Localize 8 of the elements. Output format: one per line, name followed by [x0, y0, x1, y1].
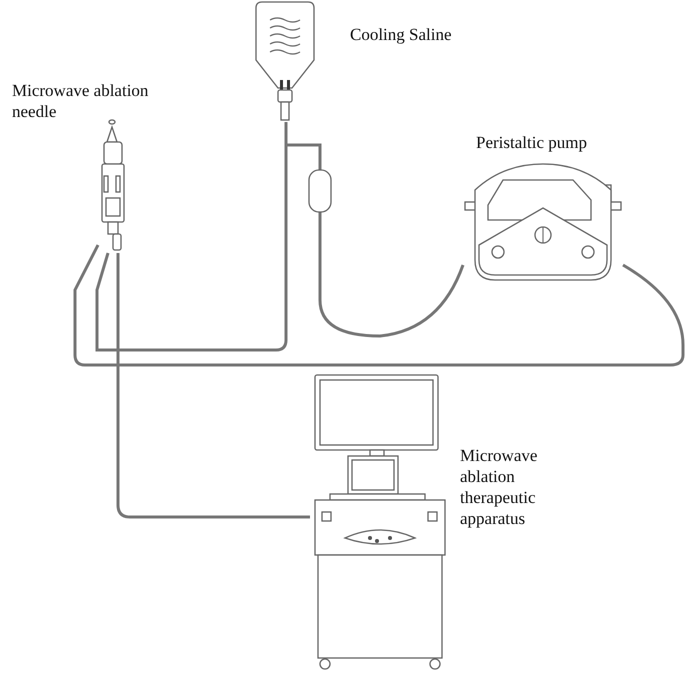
- tube-line: [116, 253, 310, 518]
- part-label: Cooling Saline: [350, 24, 453, 45]
- tube-line: [96, 122, 288, 352]
- part-label: Peristaltic pump: [476, 132, 588, 153]
- tube-line: [74, 244, 684, 366]
- part-label: Microwave ablation needle: [12, 80, 150, 122]
- part-label: Microwave ablation therapeutic apparatus: [460, 445, 538, 529]
- saline-bag-drawing: [254, 0, 316, 122]
